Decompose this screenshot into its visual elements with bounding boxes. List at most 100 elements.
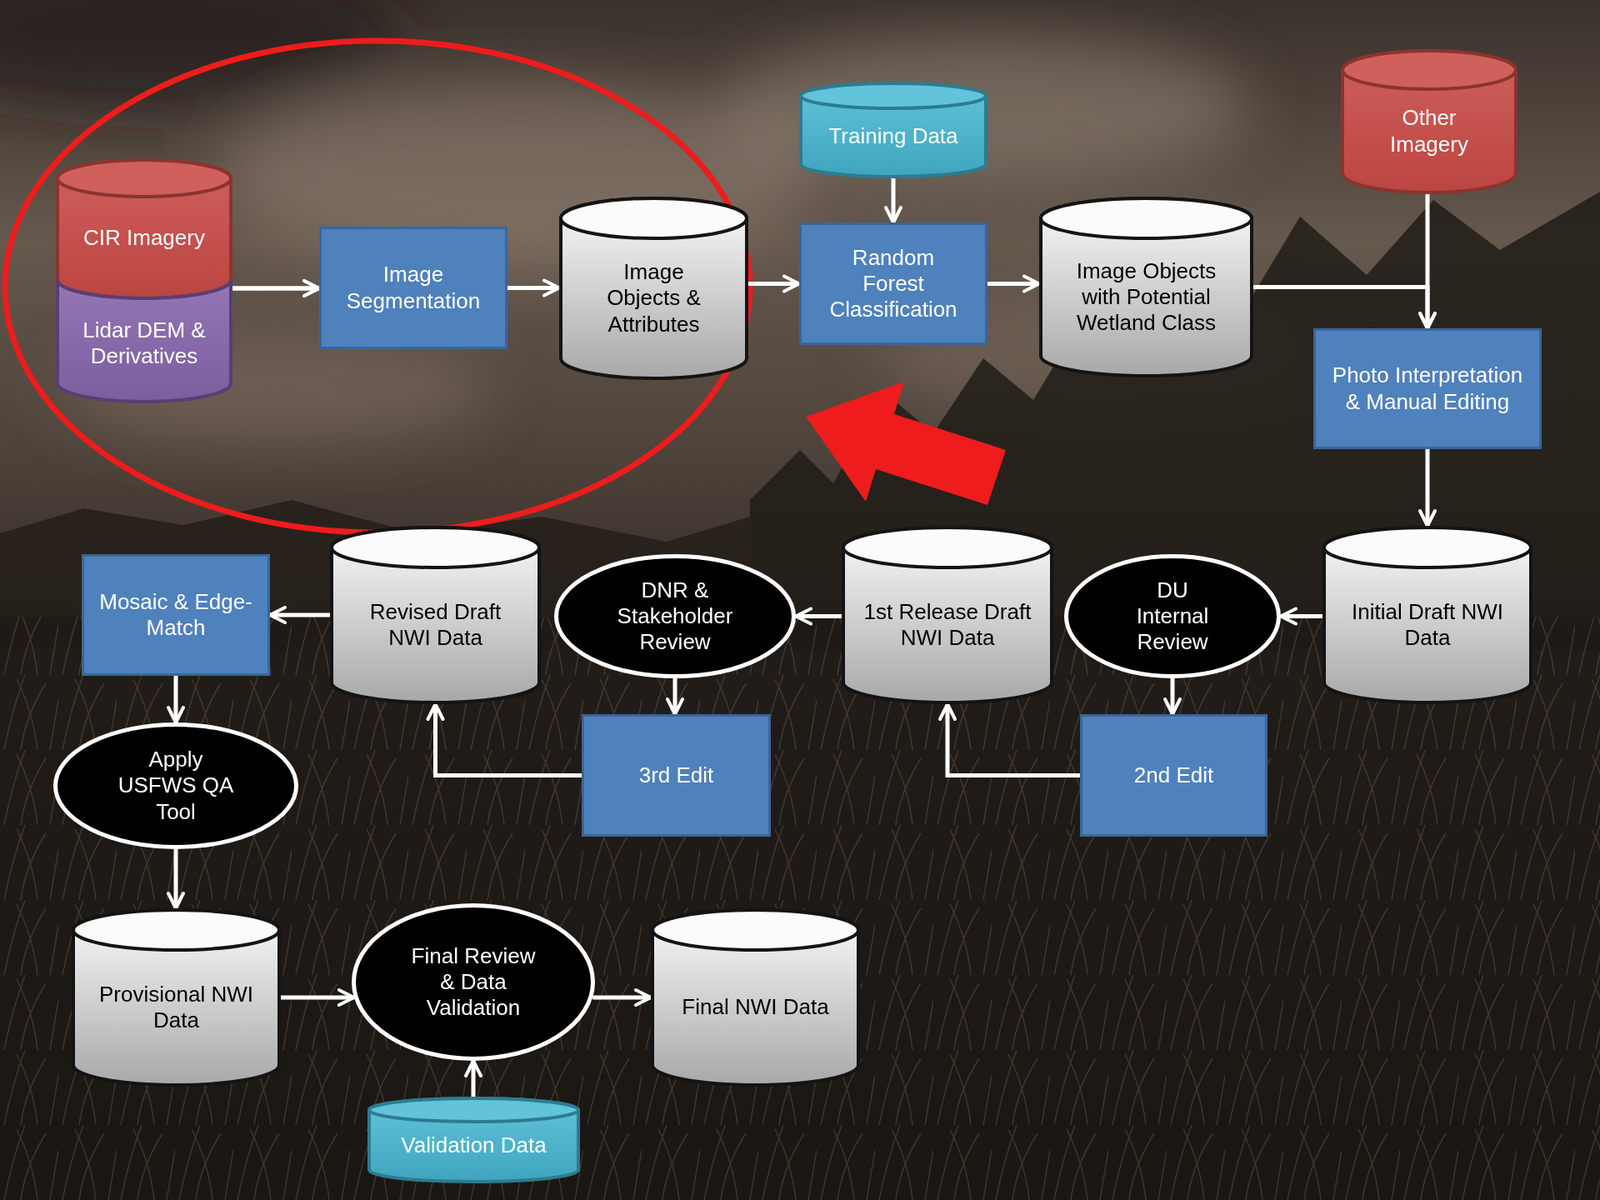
data-cylinder: Final NWI Data <box>650 908 860 1087</box>
cylinder-top <box>369 1098 579 1122</box>
flow-arrow <box>1425 449 1430 526</box>
cylinder-body <box>57 160 231 299</box>
box-outline <box>1315 330 1541 449</box>
node-label: Revised Draft NWI Data <box>352 599 520 651</box>
grass-texture <box>0 616 1600 1200</box>
data-cylinder: Other Imagery <box>1340 49 1518 195</box>
cylinder-top <box>73 910 280 950</box>
flow-arrow <box>592 995 651 1000</box>
flow-arrow <box>795 614 842 619</box>
review-ellipse: Apply USFWS QA Tool <box>53 722 299 850</box>
node-label: Final NWI Data <box>681 994 829 1020</box>
cylinder-top <box>1342 50 1516 90</box>
flow-arrow <box>435 704 583 776</box>
box-outline <box>320 228 507 349</box>
cylinder-body <box>800 83 986 177</box>
node-label: Final Review & Data Validation <box>406 943 540 1022</box>
flow-arrow <box>947 704 1080 776</box>
node-label: Image Objects with Potential Wetland Cla… <box>1059 258 1235 337</box>
cylinder-body <box>73 910 280 1085</box>
node-label: DU Internal Review <box>1120 577 1225 656</box>
cylinder-body <box>331 527 540 703</box>
data-cylinder: Provisional NWI Data <box>71 908 281 1087</box>
cylinder-body <box>1342 50 1516 193</box>
flow-arrow <box>1170 678 1175 715</box>
flow-arrow <box>987 281 1040 286</box>
process-box: Mosaic & Edge-Match <box>81 554 270 676</box>
cylinder-top <box>652 910 859 950</box>
data-cylinder: Image Objects & Attributes <box>559 196 749 380</box>
ellipse-outline <box>354 905 594 1060</box>
cylinder-body <box>1040 198 1252 376</box>
data-cylinder: Revised Draft NWI Data <box>330 525 541 705</box>
cylinder-body <box>843 527 1052 703</box>
cylinder-top <box>800 83 986 109</box>
flow-arrow <box>1253 287 1428 330</box>
node-label: DNR & Stakeholder Review <box>591 577 759 656</box>
review-ellipse: Final Review & Data Validation <box>351 903 595 1061</box>
ellipse-outline <box>55 725 297 848</box>
cylinder-body <box>1324 527 1531 703</box>
node-label: CIR Imagery <box>83 225 205 251</box>
node-label: Validation Data <box>400 1132 546 1159</box>
box-outline <box>583 715 770 836</box>
process-box: Image Segmentation <box>319 226 508 350</box>
box-outline <box>1081 715 1267 836</box>
flow-arrow <box>673 678 678 715</box>
flow-arrow <box>174 675 179 723</box>
flow-arrow <box>1280 614 1323 619</box>
flow-arrow <box>471 1060 476 1097</box>
highlight-arrow <box>805 381 1006 505</box>
cylinder-top <box>1324 527 1531 568</box>
review-ellipse: DNR & Stakeholder Review <box>554 554 796 679</box>
node-label: Initial Draft NWI Data <box>1335 599 1520 651</box>
cylinder-body <box>560 198 747 379</box>
node-label: 2nd Edit <box>1134 762 1214 789</box>
node-label: Training Data <box>828 123 958 150</box>
cylinder-body <box>369 1098 579 1182</box>
data-cylinder: CIR Imagery <box>55 158 233 300</box>
box-outline <box>800 224 987 345</box>
node-label: Mosaic & Edge-Match <box>92 589 260 641</box>
flow-arrow <box>891 178 896 223</box>
cylinder-top <box>57 160 231 197</box>
node-label: Provisional NWI Data <box>85 981 269 1034</box>
node-label: Random Forest Classification <box>825 245 963 324</box>
node-label: Image Segmentation <box>330 261 497 314</box>
flow-arrow <box>232 286 320 291</box>
cylinder-body <box>57 280 231 402</box>
data-cylinder: Validation Data <box>367 1096 580 1184</box>
flow-arrow <box>1425 194 1430 329</box>
cylinder-top <box>843 527 1052 568</box>
node-label: 1st Release Draft NWI Data <box>851 599 1044 651</box>
data-cylinder: Lidar DEM & Derivatives <box>55 280 233 404</box>
box-outline <box>83 555 270 675</box>
process-box: Photo Interpretation & Manual Editing <box>1313 328 1542 450</box>
data-cylinder: Initial Draft NWI Data <box>1322 525 1533 705</box>
cylinder-top <box>331 527 540 568</box>
flow-arrow <box>280 995 355 1000</box>
process-box: 2nd Edit <box>1080 714 1268 837</box>
node-label: 3rd Edit <box>639 762 715 789</box>
data-cylinder: Training Data <box>799 81 988 179</box>
flow-arrow <box>748 281 800 286</box>
cylinder-top <box>560 198 747 239</box>
cylinder-top <box>1040 198 1252 239</box>
highlight-ellipse <box>5 40 750 533</box>
flow-arrow <box>270 613 330 618</box>
node-label: Other Imagery <box>1362 105 1496 157</box>
ellipse-outline <box>556 556 795 677</box>
node-label: Apply USFWS QA Tool <box>113 746 239 825</box>
flow-arrow <box>174 849 179 909</box>
process-box: 3rd Edit <box>581 714 771 837</box>
background-clouds <box>0 0 1325 442</box>
node-label: Image Objects & Attributes <box>587 259 721 338</box>
data-cylinder: 1st Release Draft NWI Data <box>841 525 1054 705</box>
field <box>0 616 1600 1200</box>
cylinder-body <box>652 910 859 1085</box>
node-label: Photo Interpretation & Manual Editing <box>1331 362 1524 415</box>
review-ellipse: DU Internal Review <box>1064 554 1281 679</box>
flow-arrow <box>232 286 320 291</box>
